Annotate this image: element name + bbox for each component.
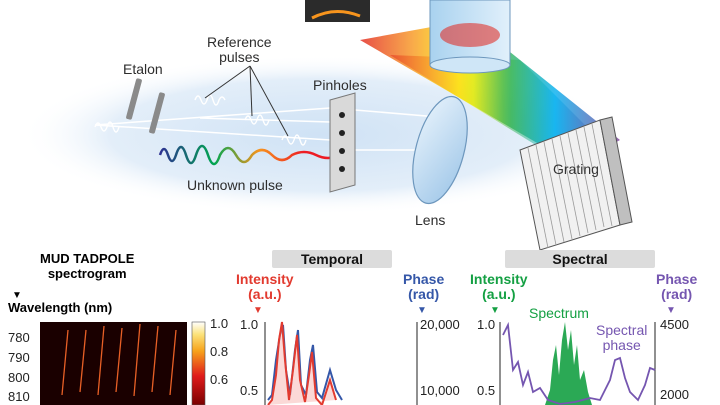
spectral-intensity-tick: 1.0 (477, 317, 496, 332)
reference-pulses-label: Reference pulses (207, 34, 272, 66)
spectral-intensity-arrow-icon: ▼ (490, 305, 500, 316)
temporal-intensity-tick: 1.0 (240, 317, 259, 332)
spectral-phase-annotation: Spectral phase (596, 322, 648, 354)
lens-label: Lens (415, 212, 446, 228)
wavelength-tick: 800 (8, 370, 30, 385)
unknown-pulse-wave (158, 144, 341, 166)
label-leaders (204, 65, 289, 137)
temporal-title: Temporal (272, 250, 392, 268)
spectral-intensity-tick: 0.5 (477, 383, 496, 398)
unknown-pulse-label: Unknown pulse (187, 177, 283, 193)
spectral-phase-tick: 2000 (660, 387, 689, 402)
spectral-title: Spectral (505, 250, 655, 268)
cylindrical-lens-base (429, 56, 511, 74)
spectrogram-title: MUD TADPOLE spectrogram (40, 251, 135, 281)
pinholes-label: Pinholes (313, 77, 367, 93)
etalon-label: Etalon (123, 61, 163, 77)
pinholes-plate (329, 92, 356, 193)
wavelength-tick: 810 (8, 389, 30, 404)
lens-spot (440, 23, 500, 47)
spectral-phase-tick: 4500 (660, 317, 689, 332)
spectral-phase-arrow-icon: ▼ (666, 305, 676, 316)
grating-side (599, 116, 633, 226)
temporal-intensity-tick: 0.5 (240, 383, 259, 398)
temporal-phase-label: Phase (rad) (403, 271, 445, 303)
dispersed-beam-lower (390, 55, 610, 160)
temporal-intensity-label: Intensity (a.u.) (236, 271, 294, 303)
colorbar-tick: 0.8 (210, 344, 229, 359)
camera-fringe (311, 10, 361, 20)
etalon-plate-2 (149, 92, 165, 134)
temporal-phase-arrow-icon: ▼ (417, 305, 427, 316)
wavelength-tick: 790 (8, 350, 30, 365)
colorbar-tick: 1.0 (210, 316, 229, 331)
temporal-intensity-arrow-icon: ▼ (253, 305, 263, 316)
temporal-phase-tick: 10,000 (420, 383, 460, 398)
spectral-intensity-label: Intensity (a.u.) (470, 271, 528, 303)
spectral-phase-label: Phase (rad) (656, 271, 698, 303)
pinhole-dots (339, 112, 345, 172)
colorbar-tick: 0.6 (210, 372, 229, 387)
grating-grooves (527, 123, 613, 249)
wavelength-axis-label: Wavelength (nm) (8, 300, 113, 315)
etalon-plate-1 (126, 78, 142, 120)
focusing-lens (412, 95, 468, 205)
grating-label: Grating (553, 161, 599, 177)
temporal-phase-tick: 20,000 (420, 317, 460, 332)
spectrogram-arrow-icon: ▼ (12, 290, 22, 301)
wavelength-tick: 780 (8, 330, 30, 345)
spectrum-annotation: Spectrum (529, 305, 589, 321)
reference-pulse-packets (94, 94, 307, 146)
